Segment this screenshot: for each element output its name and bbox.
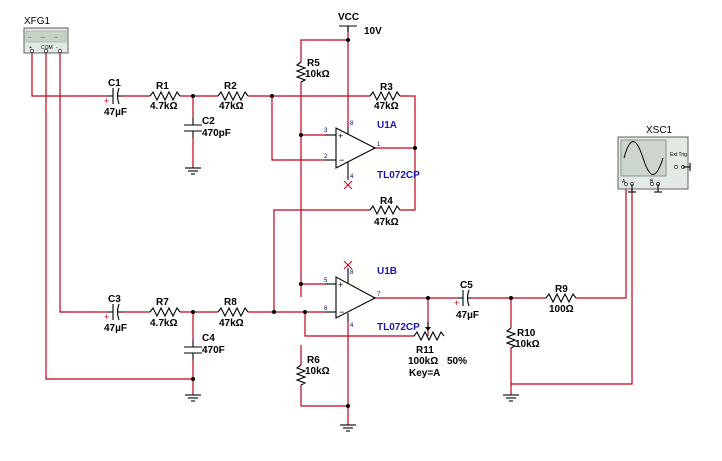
capacitor-c4[interactable]: C4 470F xyxy=(184,333,225,360)
opamp-u1a[interactable]: + − 8 3 2 1 4 U1A TL072CP xyxy=(324,120,420,190)
scope-ext-trig: Ext Trig xyxy=(670,152,687,158)
resistor-r5[interactable]: R5 10kΩ xyxy=(295,58,330,83)
c5-value: 47µF xyxy=(456,310,479,321)
capacitor-c3[interactable]: + C3 47µF xyxy=(104,294,127,334)
ground-main xyxy=(340,424,356,432)
resistor-r9[interactable]: R9 100Ω xyxy=(545,284,577,315)
r10-name: R10 xyxy=(517,328,536,339)
resistor-r7[interactable]: R7 4.7kΩ xyxy=(149,297,181,329)
scope-channel-a: A xyxy=(622,179,626,185)
u1b-pin-8: 8 xyxy=(350,270,354,276)
capacitor-c2[interactable]: C2 470pF xyxy=(184,116,231,139)
r11-name: R11 xyxy=(416,345,434,356)
r4-name: R4 xyxy=(380,196,393,207)
u1a-pin-2: 2 xyxy=(324,154,328,160)
u1b-pin-7: 7 xyxy=(377,292,381,298)
resistor-r2[interactable]: R2 47kΩ xyxy=(217,81,249,112)
r5-name: R5 xyxy=(307,58,320,69)
r8-value: 47kΩ xyxy=(219,318,244,329)
r6-name: R6 xyxy=(307,355,320,366)
u1b-part: TL072CP xyxy=(377,322,420,333)
r11-value: 100kΩ xyxy=(408,356,438,367)
u1a-pin-3: 3 xyxy=(324,128,328,134)
svg-text:+: + xyxy=(104,96,109,106)
vcc-supply[interactable]: VCC 10V xyxy=(338,12,382,37)
junctions xyxy=(191,38,513,408)
u1b-name: U1B xyxy=(377,266,397,277)
fg-label: XFG1 xyxy=(24,16,51,27)
opamp-u1b[interactable]: + − 8 5 6 7 4 U1B TL072CP xyxy=(324,260,420,333)
r7-value: 4.7kΩ xyxy=(150,318,177,329)
r11-key: Key=A xyxy=(409,368,440,379)
u1b-pin-6: 6 xyxy=(324,306,328,312)
vcc-label: VCC xyxy=(338,12,359,23)
ground-c2 xyxy=(185,167,201,175)
fg-terminal-minus: - xyxy=(56,45,58,51)
c1-value: 47µF xyxy=(104,107,127,118)
resistor-r3[interactable]: R3 47kΩ xyxy=(369,82,401,112)
r9-name: R9 xyxy=(555,284,568,295)
sine-wave-icon xyxy=(623,141,664,175)
svg-text:+: + xyxy=(104,312,109,322)
r5-value: 10kΩ xyxy=(305,69,330,80)
scope-label: XSC1 xyxy=(646,125,673,136)
r9-value: 100Ω xyxy=(549,304,574,315)
resistor-r6[interactable]: R6 10kΩ xyxy=(295,355,330,386)
capacitor-c1[interactable]: + C1 47µF xyxy=(104,78,127,118)
svg-text:◦◦: ◦◦ xyxy=(28,35,32,41)
r7-name: R7 xyxy=(156,297,169,308)
vcc-value: 10V xyxy=(364,26,382,37)
c2-value: 470pF xyxy=(202,128,231,139)
r6-value: 10kΩ xyxy=(305,366,330,377)
fg-terminal-plus: + xyxy=(29,45,32,51)
svg-text:◦◦: ◦◦ xyxy=(54,35,58,41)
svg-text:◦◦◦: ◦◦◦ xyxy=(40,35,46,41)
c4-value: 470F xyxy=(202,345,225,356)
svg-text:+: + xyxy=(454,298,459,308)
c2-name: C2 xyxy=(202,116,215,127)
u1a-pin-1: 1 xyxy=(377,142,381,148)
r4-value: 47kΩ xyxy=(374,217,399,228)
wires xyxy=(31,26,633,425)
resistor-r4[interactable]: R4 47kΩ xyxy=(369,196,401,228)
svg-text:−: − xyxy=(339,307,344,317)
r8-name: R8 xyxy=(224,297,237,308)
u1a-pin-4: 4 xyxy=(350,174,354,180)
r3-name: R3 xyxy=(380,82,393,93)
ground-c4 xyxy=(185,394,201,402)
resistor-r10[interactable]: R10 10kΩ xyxy=(505,327,540,350)
r10-value: 10kΩ xyxy=(515,339,540,350)
capacitor-c5[interactable]: + C5 47µF xyxy=(454,280,479,321)
ground-r10 xyxy=(503,394,519,402)
u1a-part: TL072CP xyxy=(377,170,420,181)
c3-value: 47µF xyxy=(104,323,127,334)
c3-name: C3 xyxy=(108,294,121,305)
r3-value: 47kΩ xyxy=(374,101,399,112)
oscilloscope[interactable]: Ext Trig A B XSC1 xyxy=(617,125,691,193)
svg-text:+: + xyxy=(338,280,343,290)
svg-text:+: + xyxy=(338,131,343,141)
resistor-r8[interactable]: R8 47kΩ xyxy=(217,297,249,329)
c1-name: C1 xyxy=(108,78,121,89)
scope-channel-b: B xyxy=(650,179,654,185)
u1b-pin-4: 4 xyxy=(350,323,354,329)
r1-value: 4.7kΩ xyxy=(150,101,177,112)
c4-name: C4 xyxy=(202,333,215,344)
r2-name: R2 xyxy=(224,81,237,92)
svg-text:−: − xyxy=(339,155,344,165)
r1-name: R1 xyxy=(156,81,169,92)
resistor-r1[interactable]: R1 4.7kΩ xyxy=(149,81,181,112)
c5-name: C5 xyxy=(460,280,473,291)
r2-value: 47kΩ xyxy=(219,101,244,112)
function-generator[interactable]: ◦◦ ◦◦◦ ◦◦ + COM - XFG1 xyxy=(23,16,69,54)
r11-percent: 50% xyxy=(447,356,467,367)
u1a-name: U1A xyxy=(377,120,397,131)
potentiometer-r11[interactable]: R11 100kΩ 50% Key=A xyxy=(408,322,467,379)
u1a-pin-8: 8 xyxy=(350,121,354,127)
fg-terminal-com: COM xyxy=(41,45,53,51)
u1b-pin-5: 5 xyxy=(324,278,328,284)
